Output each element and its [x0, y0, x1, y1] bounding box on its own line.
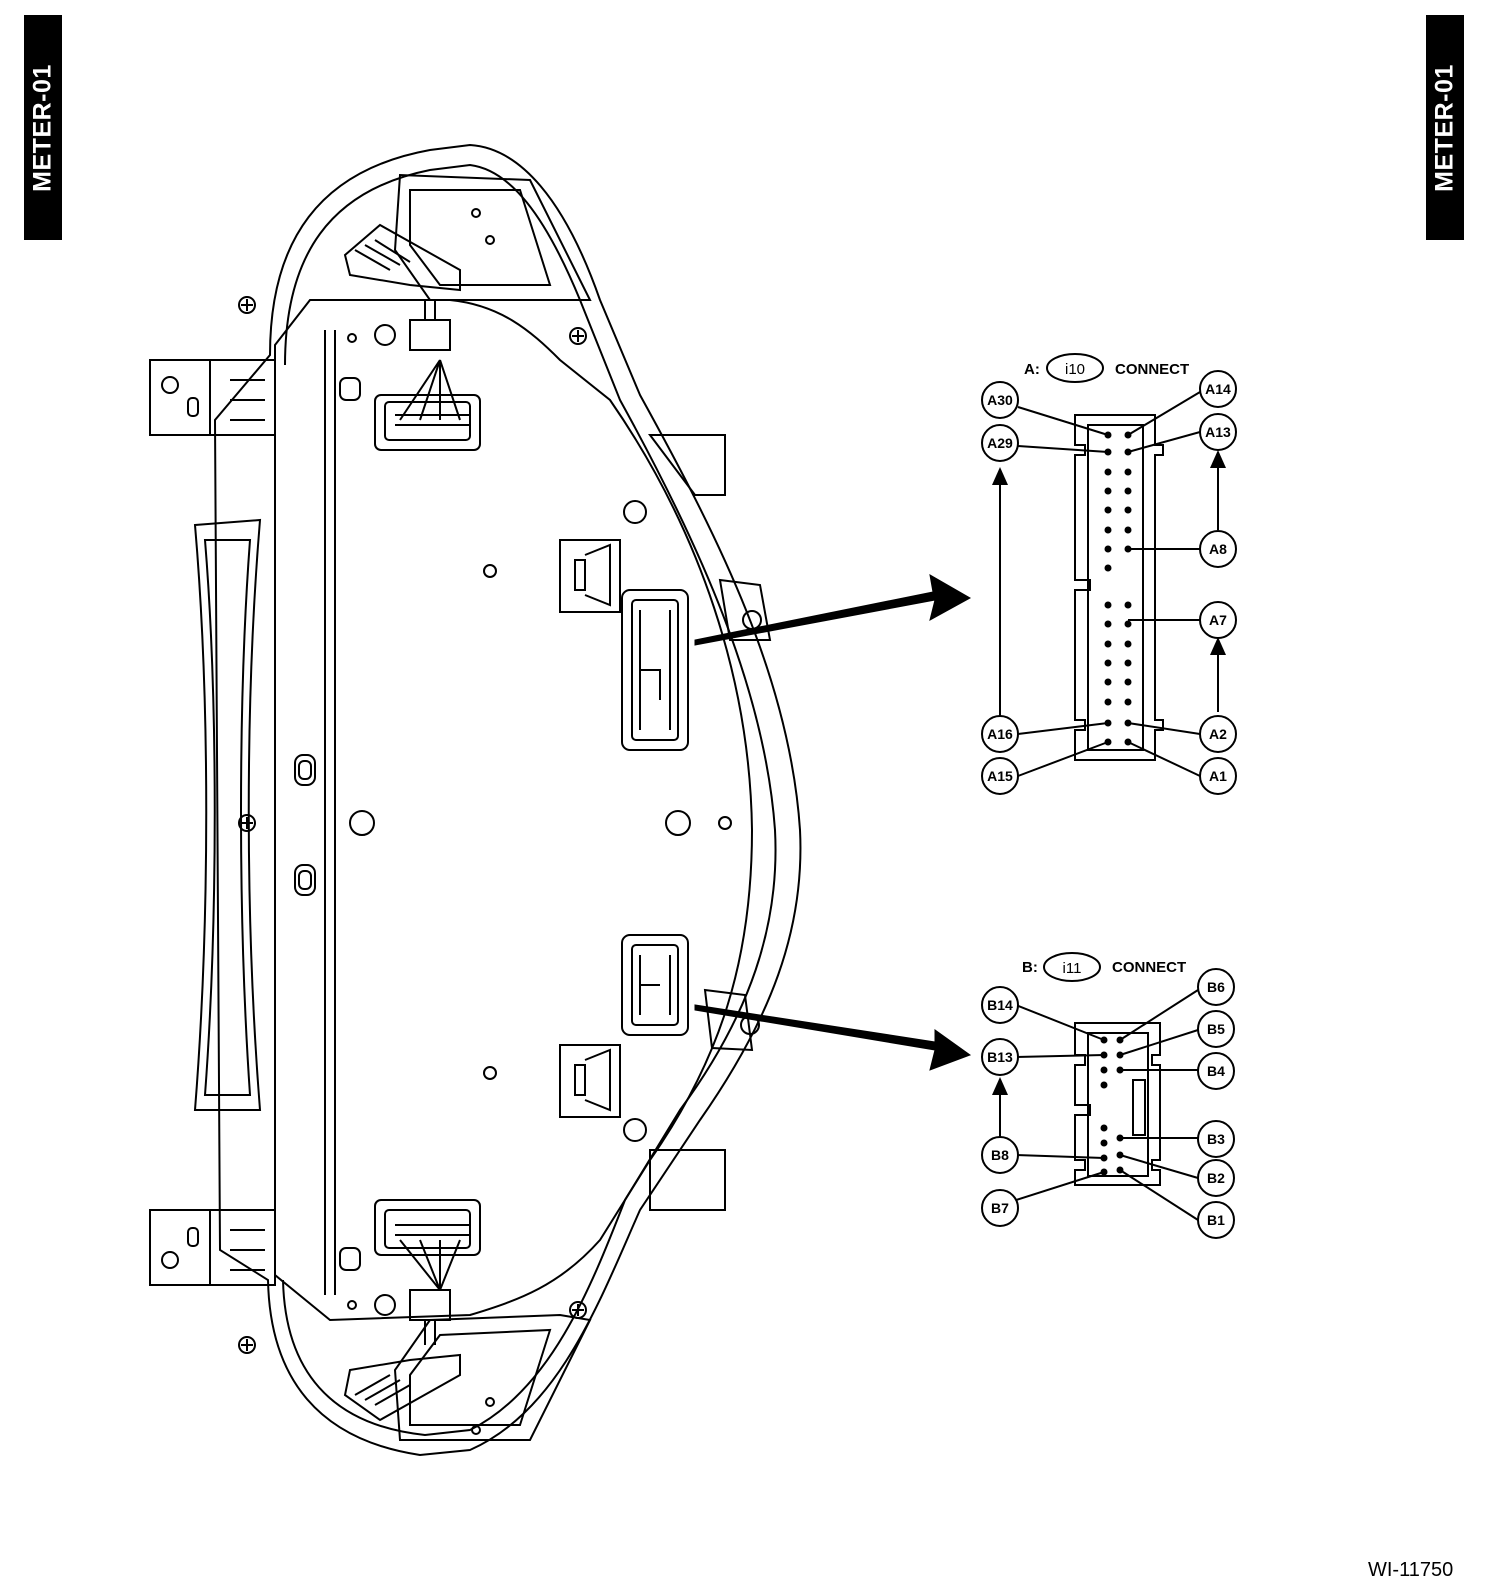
pin-label-b5: B5 — [1197, 1010, 1235, 1048]
combination-meter-body — [149, 143, 802, 1457]
section-tab-right: METER-01 — [1426, 15, 1464, 240]
pin-label-b1: B1 — [1197, 1201, 1235, 1239]
connector-b-housing — [1074, 1022, 1161, 1186]
pin-label-a14: A14 — [1199, 370, 1237, 408]
pointer-arrow-b — [694, 1004, 972, 1071]
pin-label-a16: A16 — [981, 715, 1019, 753]
svg-text:A15: A15 — [987, 768, 1013, 784]
pin-label-a2: A2 — [1199, 715, 1237, 753]
connector-b-note: CONNECT — [1112, 959, 1186, 976]
pin-label-b4: B4 — [1197, 1052, 1235, 1090]
meter-socket-b — [621, 934, 689, 1036]
svg-text:A7: A7 — [1209, 612, 1227, 628]
svg-text:B14: B14 — [987, 997, 1013, 1013]
section-tab-left: METER-01 — [24, 15, 62, 240]
svg-text:B4: B4 — [1207, 1063, 1225, 1079]
connector-b-leaders — [992, 989, 1199, 1221]
pin-label-b8: B8 — [981, 1136, 1019, 1174]
connector-b-code: i11 — [1063, 960, 1082, 977]
connector-b-pin-labels: B14 B13 B8 B7 B6 B5 B4 B3 B2 B1 — [981, 968, 1235, 1239]
pin-label-a30: A30 — [981, 381, 1019, 419]
figure-id: WI-11750 — [1368, 1559, 1454, 1581]
svg-text:B8: B8 — [991, 1147, 1009, 1163]
connector-a-code-oval — [1046, 353, 1104, 383]
pin-label-a29: A29 — [981, 424, 1019, 462]
connector-a-pin-grid — [1104, 431, 1132, 746]
connector-b-pin-grid — [1100, 1036, 1124, 1176]
svg-text:B13: B13 — [987, 1049, 1013, 1065]
pin-label-b2: B2 — [1197, 1159, 1235, 1197]
meter-socket-a — [621, 589, 689, 751]
pin-label-b3: B3 — [1197, 1120, 1235, 1158]
connector-a-pin-labels: A30 A29 A16 A15 A14 A13 A8 A7 A2 A1 — [981, 370, 1237, 795]
pin-label-b13: B13 — [981, 1038, 1019, 1076]
svg-text:B3: B3 — [1207, 1131, 1225, 1147]
pin-label-b7: B7 — [981, 1189, 1019, 1227]
svg-text:B6: B6 — [1207, 979, 1225, 995]
svg-text:A2: A2 — [1209, 726, 1227, 742]
svg-text:A8: A8 — [1209, 541, 1227, 557]
svg-text:B7: B7 — [991, 1200, 1009, 1216]
svg-text:A1: A1 — [1209, 768, 1227, 784]
connector-b-header: B: i11 CONNECT — [1022, 952, 1186, 982]
connector-a-note: CONNECT — [1115, 361, 1189, 378]
svg-text:A29: A29 — [987, 435, 1013, 451]
pointer-arrow-a — [694, 574, 972, 646]
pin-label-b14: B14 — [981, 986, 1019, 1024]
connector-a-housing — [1074, 414, 1164, 761]
pin-label-a15: A15 — [981, 757, 1019, 795]
svg-text:A13: A13 — [1205, 424, 1231, 440]
connector-a-prefix: A: — [1024, 361, 1040, 378]
harness-connectors — [343, 223, 481, 1422]
svg-text:B5: B5 — [1207, 1021, 1225, 1037]
svg-text:B2: B2 — [1207, 1170, 1225, 1186]
pin-label-a8: A8 — [1199, 530, 1237, 568]
pin-label-a7: A7 — [1199, 601, 1237, 639]
connector-b-prefix: B: — [1022, 959, 1038, 976]
svg-text:A16: A16 — [987, 726, 1013, 742]
connector-a-header: A: i10 CONNECT — [1024, 353, 1189, 383]
speaker-blocks — [559, 539, 621, 1118]
pin-label-a1: A1 — [1199, 757, 1237, 795]
connector-a-leaders — [992, 391, 1226, 777]
pin-label-a13: A13 — [1199, 413, 1237, 451]
connector-a-code: i10 — [1065, 361, 1085, 378]
svg-text:A14: A14 — [1205, 381, 1231, 397]
pin-label-b6: B6 — [1197, 968, 1235, 1006]
svg-text:A30: A30 — [987, 392, 1013, 408]
svg-text:B1: B1 — [1207, 1212, 1225, 1228]
connector-b-code-oval — [1043, 952, 1101, 982]
